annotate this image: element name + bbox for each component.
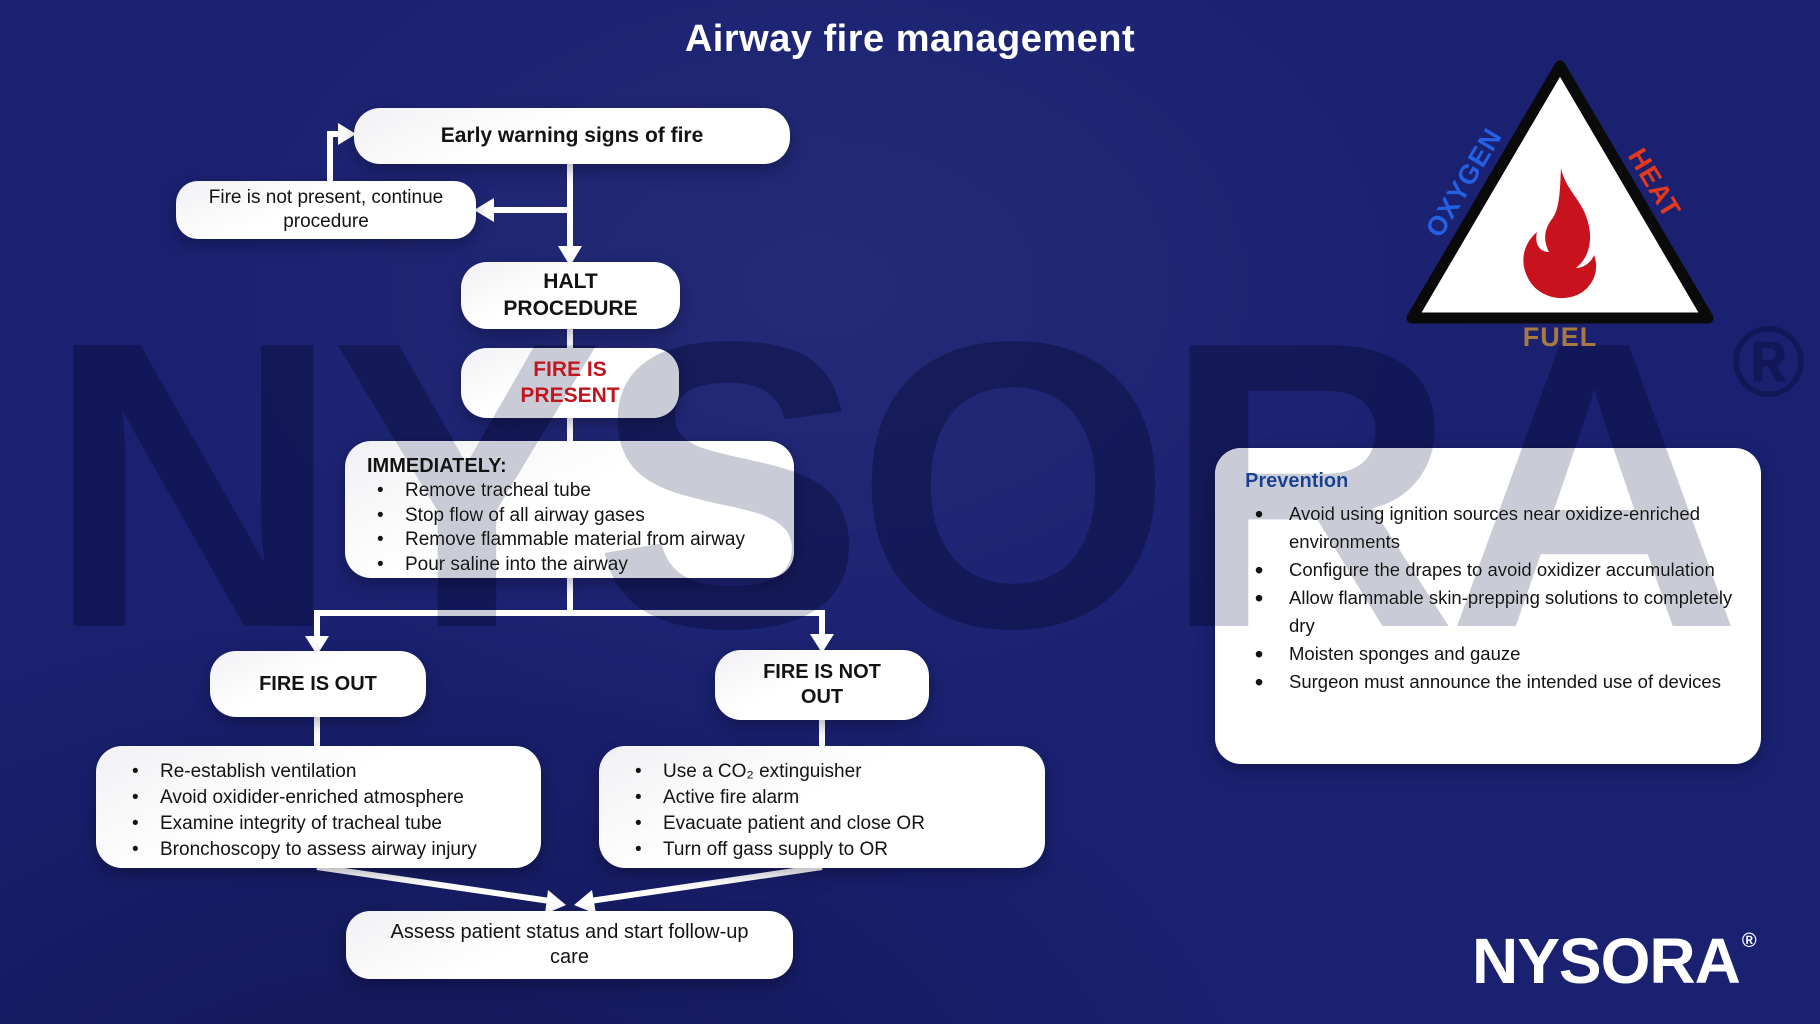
- list-item: Remove flammable material from airway: [367, 528, 784, 553]
- list-item: Configure the drapes to avoid oxidizer a…: [1245, 556, 1737, 584]
- connector-early-to-halt: [558, 163, 582, 266]
- node-immediately-actions: IMMEDIATELY: Remove tracheal tube Stop f…: [345, 441, 794, 578]
- node-label: HALT PROCEDURE: [503, 270, 638, 320]
- node-fire-out-actions: Re-establish ventilation Avoid oxidider-…: [96, 746, 541, 868]
- node-label: Early warning signs of fire: [440, 123, 704, 147]
- list-item: Remove tracheal tube: [367, 479, 784, 504]
- list-item: Allow flammable skin-prepping solutions …: [1245, 584, 1737, 640]
- flame-icon: [1523, 168, 1597, 299]
- node-fire-is-not-out: FIRE IS NOT OUT: [715, 650, 929, 720]
- prevention-card: Prevention Avoid using ignition sources …: [1215, 448, 1761, 764]
- prevention-list: Avoid using ignition sources near oxidiz…: [1245, 500, 1737, 696]
- connector-converge-to-assess: [316, 864, 823, 914]
- node-assess-patient-status: Assess patient status and start follow-u…: [346, 911, 793, 979]
- list-item: Bronchoscopy to assess airway injury: [122, 837, 533, 863]
- node-early-warning-signs: Early warning signs of fire: [354, 108, 790, 164]
- node-label: FIRE IS NOT OUT: [763, 661, 881, 708]
- node-fire-is-present: FIRE IS PRESENT: [461, 348, 679, 418]
- node-halt-procedure: HALT PROCEDURE: [461, 262, 680, 329]
- fire-not-out-list: Use a CO₂ extinguisher Active fire alarm…: [625, 759, 1037, 863]
- immediately-title: IMMEDIATELY:: [367, 455, 507, 477]
- page-title: Airway fire management: [684, 18, 1136, 60]
- nysora-logo: NYSORA®: [1472, 924, 1757, 998]
- node-label: FIRE IS PRESENT: [520, 357, 620, 407]
- list-item: Pour saline into the airway: [367, 553, 784, 578]
- connector-split-branches: [305, 577, 834, 655]
- node-fire-is-out: FIRE IS OUT: [210, 651, 426, 717]
- list-item: Stop flow of all airway gases: [367, 504, 784, 529]
- list-item: Evacuate patient and close OR: [625, 811, 1037, 837]
- fire-out-list: Re-establish ventilation Avoid oxidider-…: [122, 759, 533, 863]
- immediately-list: Remove tracheal tube Stop flow of all ai…: [367, 479, 784, 577]
- node-label: Fire is not present, continue procedure: [208, 187, 444, 232]
- list-item: Turn off gass supply to OR: [625, 837, 1037, 863]
- fuel-label: FUEL: [1522, 322, 1598, 352]
- list-item: Examine integrity of tracheal tube: [122, 811, 533, 837]
- connector-loop-back-to-early: [327, 123, 356, 182]
- fire-triangle-icon: [1406, 60, 1714, 324]
- node-fire-not-present: Fire is not present, continue procedure: [176, 181, 476, 239]
- list-item: Avoid oxidider-enriched atmosphere: [122, 785, 533, 811]
- list-item: Avoid using ignition sources near oxidiz…: [1245, 500, 1737, 556]
- list-item: Active fire alarm: [625, 785, 1037, 811]
- prevention-title: Prevention: [1245, 470, 1349, 492]
- list-item: Moisten sponges and gauze: [1245, 640, 1737, 668]
- list-item: Surgeon must announce the intended use o…: [1245, 668, 1737, 696]
- node-label: Assess patient status and start follow-u…: [390, 921, 749, 968]
- registered-trademark-icon: ®: [1741, 930, 1757, 952]
- fire-triangle: OXYGEN HEAT FUEL: [1398, 56, 1718, 366]
- logo-text: NYSORA: [1472, 925, 1741, 997]
- node-label: FIRE IS OUT: [259, 672, 377, 695]
- connector-branch-to-not-present: [474, 198, 570, 222]
- list-item: Use a CO₂ extinguisher: [625, 759, 1037, 785]
- list-item: Re-establish ventilation: [122, 759, 533, 785]
- node-fire-not-out-actions: Use a CO₂ extinguisher Active fire alarm…: [599, 746, 1045, 868]
